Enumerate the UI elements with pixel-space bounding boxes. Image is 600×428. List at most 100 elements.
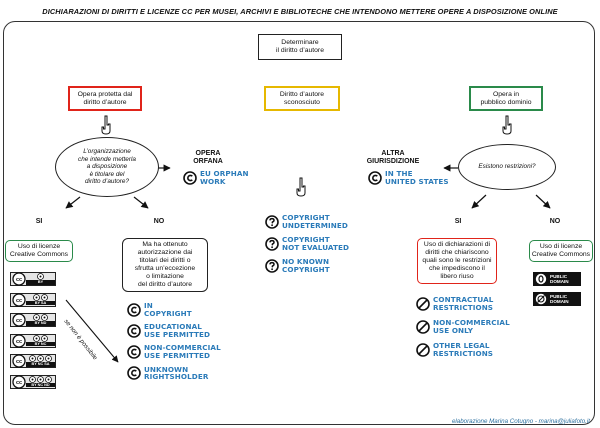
copyright-c-icon [127,323,141,338]
cc-license-code: BY NC [26,341,55,347]
arrow-to-no-left [133,196,149,209]
restrictions-question-text: Esistono restrizioni? [478,163,536,171]
public-domain-marks: PUBLIC DOMAIN PUBLIC DOMAIN [533,272,581,312]
rights-statement: COPYRIGHT NOT EVALUATED [265,236,349,251]
no-label-right: NO [549,218,561,225]
cc-logo-icon: cc [12,333,26,348]
statement-text: COPYRIGHT UNDETERMINED [282,213,348,230]
license-term-icon [33,334,40,342]
cc-licenses-box-right: Uso di licenze Creative Commons [529,240,593,262]
svg-text:cc: cc [16,277,22,283]
statement-text: IN THE UNITED STATES [385,169,449,186]
license-term-icon [37,273,44,281]
statement-text: OTHER LEGAL RESTRICTIONS [433,341,494,358]
public-domain-zero-icon [535,273,547,285]
no-entry-icon [416,343,430,357]
statement-text: IN COPYRIGHT [144,301,192,318]
protected-statement-list: IN COPYRIGHT EDUCATIONAL USE PERMITTED NON… [127,302,221,387]
rights-statement: NON-COMMERCIAL USE ONLY [416,319,510,334]
statement-text: NON-COMMERCIAL USE PERMITTED [144,343,221,360]
copyright-c-icon [183,170,197,185]
cc-license-code: BY [26,280,55,285]
cc-license-badge: cc BY NC ND [10,374,56,389]
statement-text: EU ORPHAN WORK [200,169,249,186]
public-domain-mark-icon [535,293,547,305]
cc-license-badge: cc BY NC [10,333,56,348]
statement-text: CONTRACTUAL RESTRICTIONS [433,295,494,312]
diagram-frame [3,21,595,425]
svg-text:cc: cc [16,318,22,324]
copyright-c-icon [127,345,141,359]
license-term-icon [45,375,52,383]
protected-work-box: Opera protetta dal diritto d’autore [68,86,142,111]
restrictions-question: Esistono restrizioni? [458,144,556,190]
footer-credit: elaborazione Marina Cotugno - marina@jul… [451,418,590,425]
cc-licenses-box-left: Uso di licenze Creative Commons [5,240,73,262]
cc-license-code: BY NC SA [26,362,55,367]
cc-logo-icon: cc [12,272,26,286]
svg-text:cc: cc [16,298,22,304]
no-label-left: NO [153,218,165,225]
cc-license-badge: cc BY SA [10,292,56,307]
ownership-question-text: L’organizzazione che intende metterla a … [78,148,136,186]
copyright-c-icon [368,170,382,185]
ownership-question: L’organizzazione che intende metterla a … [55,137,159,197]
cc-logo-icon: cc [12,354,26,368]
arrow-to-si-right [471,194,487,209]
cc-logo-icon: cc [12,374,26,389]
svg-text:cc: cc [16,359,22,365]
restrictions-box: Uso di dichiarazioni di diritti che chia… [417,238,497,284]
diagram-title: DICHIARAZIONI DI DIRITTI E LICENZE CC PE… [42,7,558,16]
cc-license-code: BY ND [26,321,55,326]
jurisdiction-label: ALTRA GIURISDIZIONE [366,150,420,165]
statement-text: UNKNOWN RIGHTSHOLDER [144,364,209,382]
question-mark-icon [265,259,279,273]
question-mark-icon [265,214,279,229]
license-term-icon [33,293,40,301]
rights-statement: NO KNOWN COPYRIGHT [265,258,349,273]
public-domain-mark: PUBLIC DOMAIN [533,272,581,286]
unknown-copyright-label: Diritto d’autore sconosciuto [279,90,325,106]
authorization-box: Ma ha ottenuto autorizzazione dai titola… [122,238,208,292]
public-domain-mark: PUBLIC DOMAIN [533,292,581,306]
rights-statement: OTHER LEGAL RESTRICTIONS [416,342,510,357]
yes-label-left: SI [35,218,43,225]
hand-pointer-icon [296,177,306,197]
statement-text: NON-COMMERCIAL USE ONLY [433,318,510,335]
license-term-icon [41,334,48,342]
cc-license-code: BY SA [26,300,55,306]
license-term-icon [29,355,36,363]
hand-pointer-icon [502,115,512,135]
license-term-icon [41,293,48,301]
license-term-icon [41,314,48,322]
license-term-icon [29,375,36,383]
no-entry-icon [416,296,430,311]
rights-statement: EDUCATIONAL USE PERMITTED [127,323,221,338]
license-term-icon [37,375,44,383]
rights-statement: NON-COMMERCIAL USE PERMITTED [127,344,221,359]
svg-text:cc: cc [16,339,22,345]
rights-statement: CONTRACTUAL RESTRICTIONS [416,296,510,311]
cc-logo-icon: cc [12,292,26,307]
rights-statement: IN COPYRIGHT [127,302,221,317]
copyright-c-icon [127,302,141,317]
cc-logo-icon: cc [12,313,26,327]
cc-license-badge: cc BY ND [10,313,56,327]
protected-work-label: Opera protetta dal diritto d’autore [77,90,133,106]
orphan-label: OPERA ORFANA [193,150,223,165]
arrow-to-si-left [65,196,81,209]
restriction-statement-list: CONTRACTUAL RESTRICTIONS NON-COMMERCIAL U… [416,296,510,366]
license-term-icon [33,314,40,322]
rights-statement: COPYRIGHT UNDETERMINED [265,214,349,229]
public-domain-box: Opera in pubblico dominio [469,86,543,111]
root-label: Determinare il diritto d’autore [276,39,324,54]
cc-license-code: BY NC ND [26,382,55,388]
copyright-c-icon [127,366,141,380]
yes-label-right: SI [454,218,462,225]
svg-text:cc: cc [16,380,22,386]
cc-license-badge: cc BY NC SA [10,354,56,368]
rights-statement: UNKNOWN RIGHTSHOLDER [127,364,221,382]
